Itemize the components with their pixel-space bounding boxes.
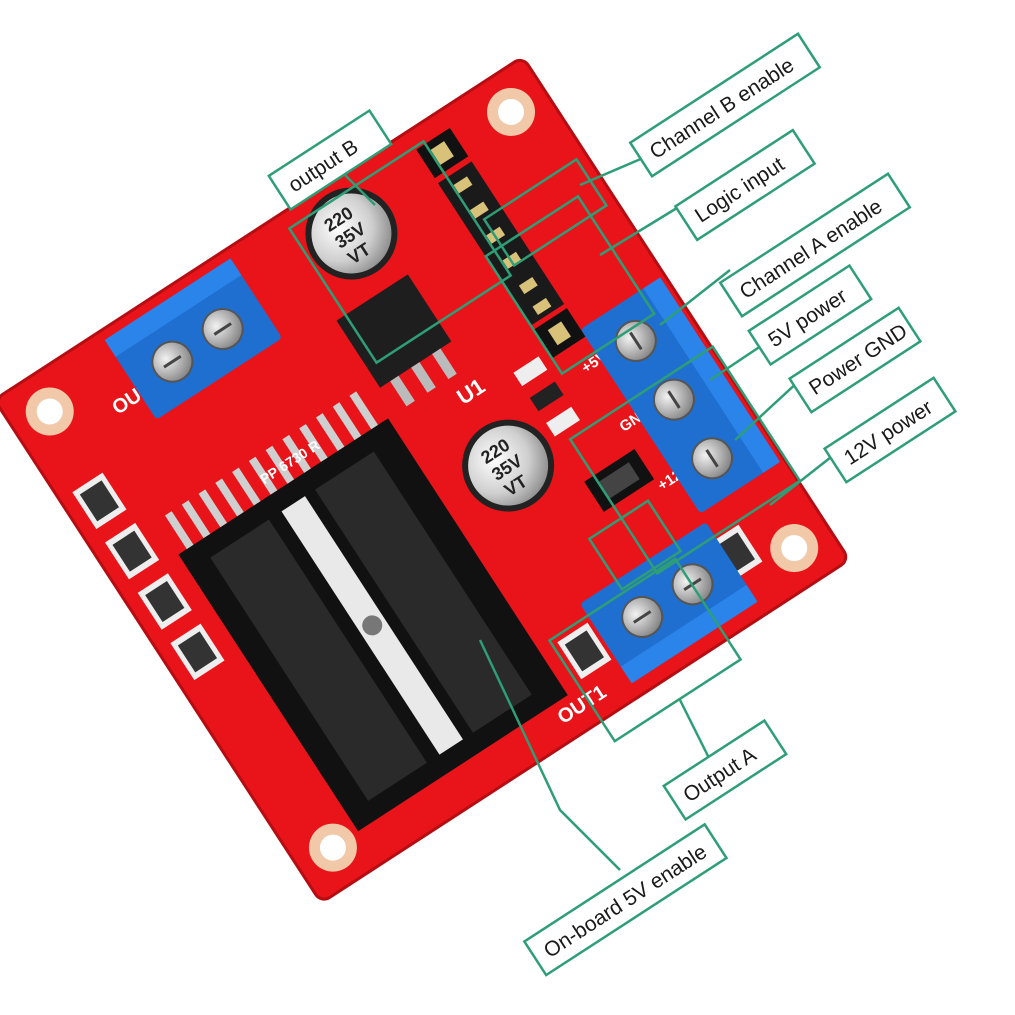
label-onboard-5v-enable: On-board 5V enable xyxy=(540,840,711,962)
channel-a-enable-jumper xyxy=(533,308,586,359)
capacitor-top: 220 35V VT xyxy=(305,187,398,280)
smd-components xyxy=(513,356,580,437)
diodes-left xyxy=(72,472,225,681)
terminal-output-a xyxy=(581,523,758,684)
callout-12v-power: 12V power xyxy=(822,376,958,484)
capacitor-bottom: 220 35V VT xyxy=(462,419,555,512)
voltage-regulator xyxy=(336,274,457,407)
callout-5v-power: 5V power xyxy=(747,263,873,367)
pcb-board: PP 6730 R OUT4 OUT1 U1 +5V GND +12V xyxy=(0,58,848,901)
mounting-holes xyxy=(25,87,819,872)
driver-heatsink xyxy=(178,418,568,832)
terminal-output-b xyxy=(104,258,281,419)
callout-output-a: Output A xyxy=(662,718,788,822)
channel-b-enable-jumper xyxy=(416,127,469,179)
driver-pins xyxy=(164,391,378,550)
onboard-5v-jumper xyxy=(584,449,655,512)
callout-onboard-5v-enable: On-board 5V enable xyxy=(522,822,729,977)
